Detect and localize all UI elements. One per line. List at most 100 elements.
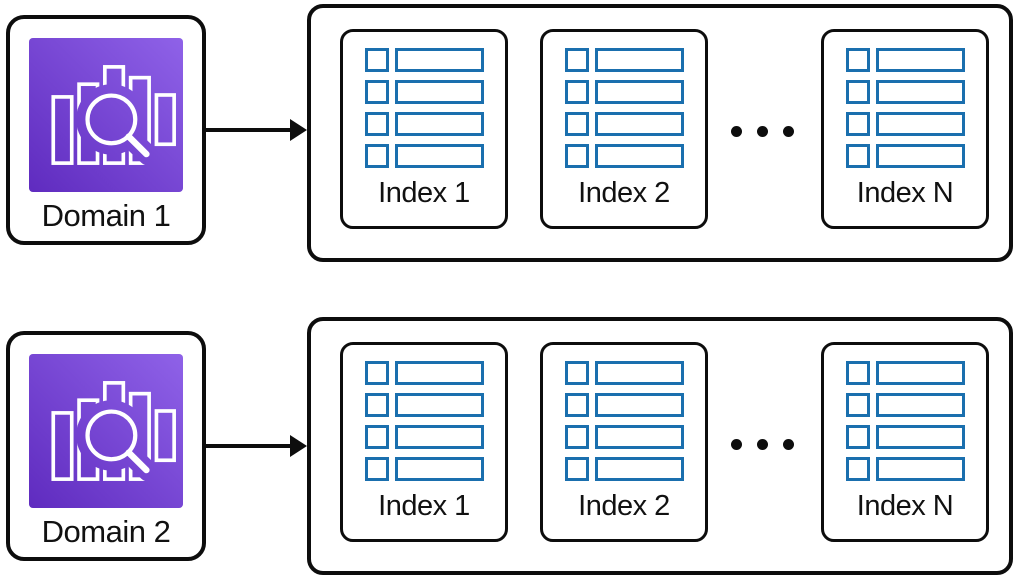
dot [783, 126, 794, 137]
icon-cell-square [845, 48, 870, 72]
icon-cell-bar [875, 361, 965, 385]
ellipsis-icon [731, 439, 794, 450]
icon-row [364, 361, 484, 385]
icon-row [364, 425, 484, 449]
index-table-icon [364, 361, 484, 481]
icon-cell-square [564, 361, 589, 385]
icon-cell-bar [594, 144, 684, 168]
icon-row [364, 112, 484, 136]
icon-row [364, 393, 484, 417]
index-table-icon [564, 361, 684, 481]
icon-cell-square [564, 112, 589, 136]
icon-cell-bar [875, 393, 965, 417]
icon-cell-bar [594, 393, 684, 417]
dot [731, 126, 742, 137]
icon-cell-bar [875, 144, 965, 168]
arrow-shaft [206, 444, 290, 448]
icon-cell-bar [875, 112, 965, 136]
index-label: Index 2 [578, 177, 670, 209]
icon-cell-square [364, 112, 389, 136]
icon-row [564, 80, 684, 104]
index-card: Index N [821, 342, 989, 542]
icon-cell-bar [594, 425, 684, 449]
icon-cell-square [364, 425, 389, 449]
opensearch-domain-icon [29, 354, 183, 508]
icon-cell-square [364, 144, 389, 168]
index-card: Index 2 [540, 29, 708, 229]
icon-cell-bar [594, 80, 684, 104]
icon-row [364, 457, 484, 481]
icon-cell-square [845, 457, 870, 481]
icon-cell-bar [875, 80, 965, 104]
icon-cell-square [845, 112, 870, 136]
icon-row [845, 457, 965, 481]
index-table-icon [564, 48, 684, 168]
index-label: Index 1 [378, 177, 470, 209]
domain-card-2: Domain 2 [6, 331, 206, 561]
index-table-icon [364, 48, 484, 168]
icon-row [364, 80, 484, 104]
domain-label: Domain 2 [41, 514, 171, 549]
icon-cell-bar [394, 425, 484, 449]
index-card: Index 1 [340, 29, 508, 229]
arrow-right-icon [206, 119, 307, 141]
icon-cell-bar [594, 361, 684, 385]
icon-cell-square [564, 144, 589, 168]
icon-row [845, 144, 965, 168]
icon-cell-bar [394, 393, 484, 417]
icon-cell-bar [594, 457, 684, 481]
icon-row [564, 361, 684, 385]
opensearch-domain-icon [29, 38, 183, 192]
icon-row [845, 112, 965, 136]
icon-cell-square [845, 425, 870, 449]
icon-row [564, 144, 684, 168]
index-group-2: Index 1 Index 2 Index N [307, 317, 1013, 575]
icon-cell-square [364, 48, 389, 72]
index-card: Index N [821, 29, 989, 229]
icon-cell-bar [394, 361, 484, 385]
icon-cell-square [564, 425, 589, 449]
icon-cell-bar [875, 457, 965, 481]
domain-label: Domain 1 [41, 198, 171, 233]
icon-row [564, 457, 684, 481]
icon-row [845, 393, 965, 417]
icon-cell-square [564, 48, 589, 72]
icon-row [564, 112, 684, 136]
index-card: Index 2 [540, 342, 708, 542]
arrow-head [290, 435, 307, 457]
icon-row [845, 361, 965, 385]
icon-cell-square [845, 393, 870, 417]
icon-cell-square [845, 144, 870, 168]
arrow-shaft [206, 128, 290, 132]
icon-cell-square [364, 393, 389, 417]
index-card: Index 1 [340, 342, 508, 542]
icon-row [845, 80, 965, 104]
icon-row [564, 425, 684, 449]
dot [731, 439, 742, 450]
arrow-right-icon [206, 435, 307, 457]
ellipsis-icon [731, 126, 794, 137]
icon-cell-bar [394, 80, 484, 104]
icon-cell-square [845, 361, 870, 385]
icon-cell-bar [394, 457, 484, 481]
icon-cell-bar [875, 48, 965, 72]
icon-row [564, 393, 684, 417]
icon-row [845, 48, 965, 72]
index-label: Index 1 [378, 490, 470, 522]
icon-row [564, 48, 684, 72]
index-group-1: Index 1 Index 2 Index N [307, 4, 1013, 262]
index-label: Index N [856, 177, 954, 209]
icon-cell-square [564, 80, 589, 104]
icon-cell-square [364, 457, 389, 481]
domain-card-1: Domain 1 [6, 15, 206, 245]
index-label: Index 2 [578, 490, 670, 522]
icon-row [364, 144, 484, 168]
icon-cell-bar [394, 144, 484, 168]
index-table-icon [845, 361, 965, 481]
dot [757, 126, 768, 137]
icon-row [845, 425, 965, 449]
icon-cell-bar [594, 112, 684, 136]
icon-cell-square [364, 80, 389, 104]
arrow-head [290, 119, 307, 141]
